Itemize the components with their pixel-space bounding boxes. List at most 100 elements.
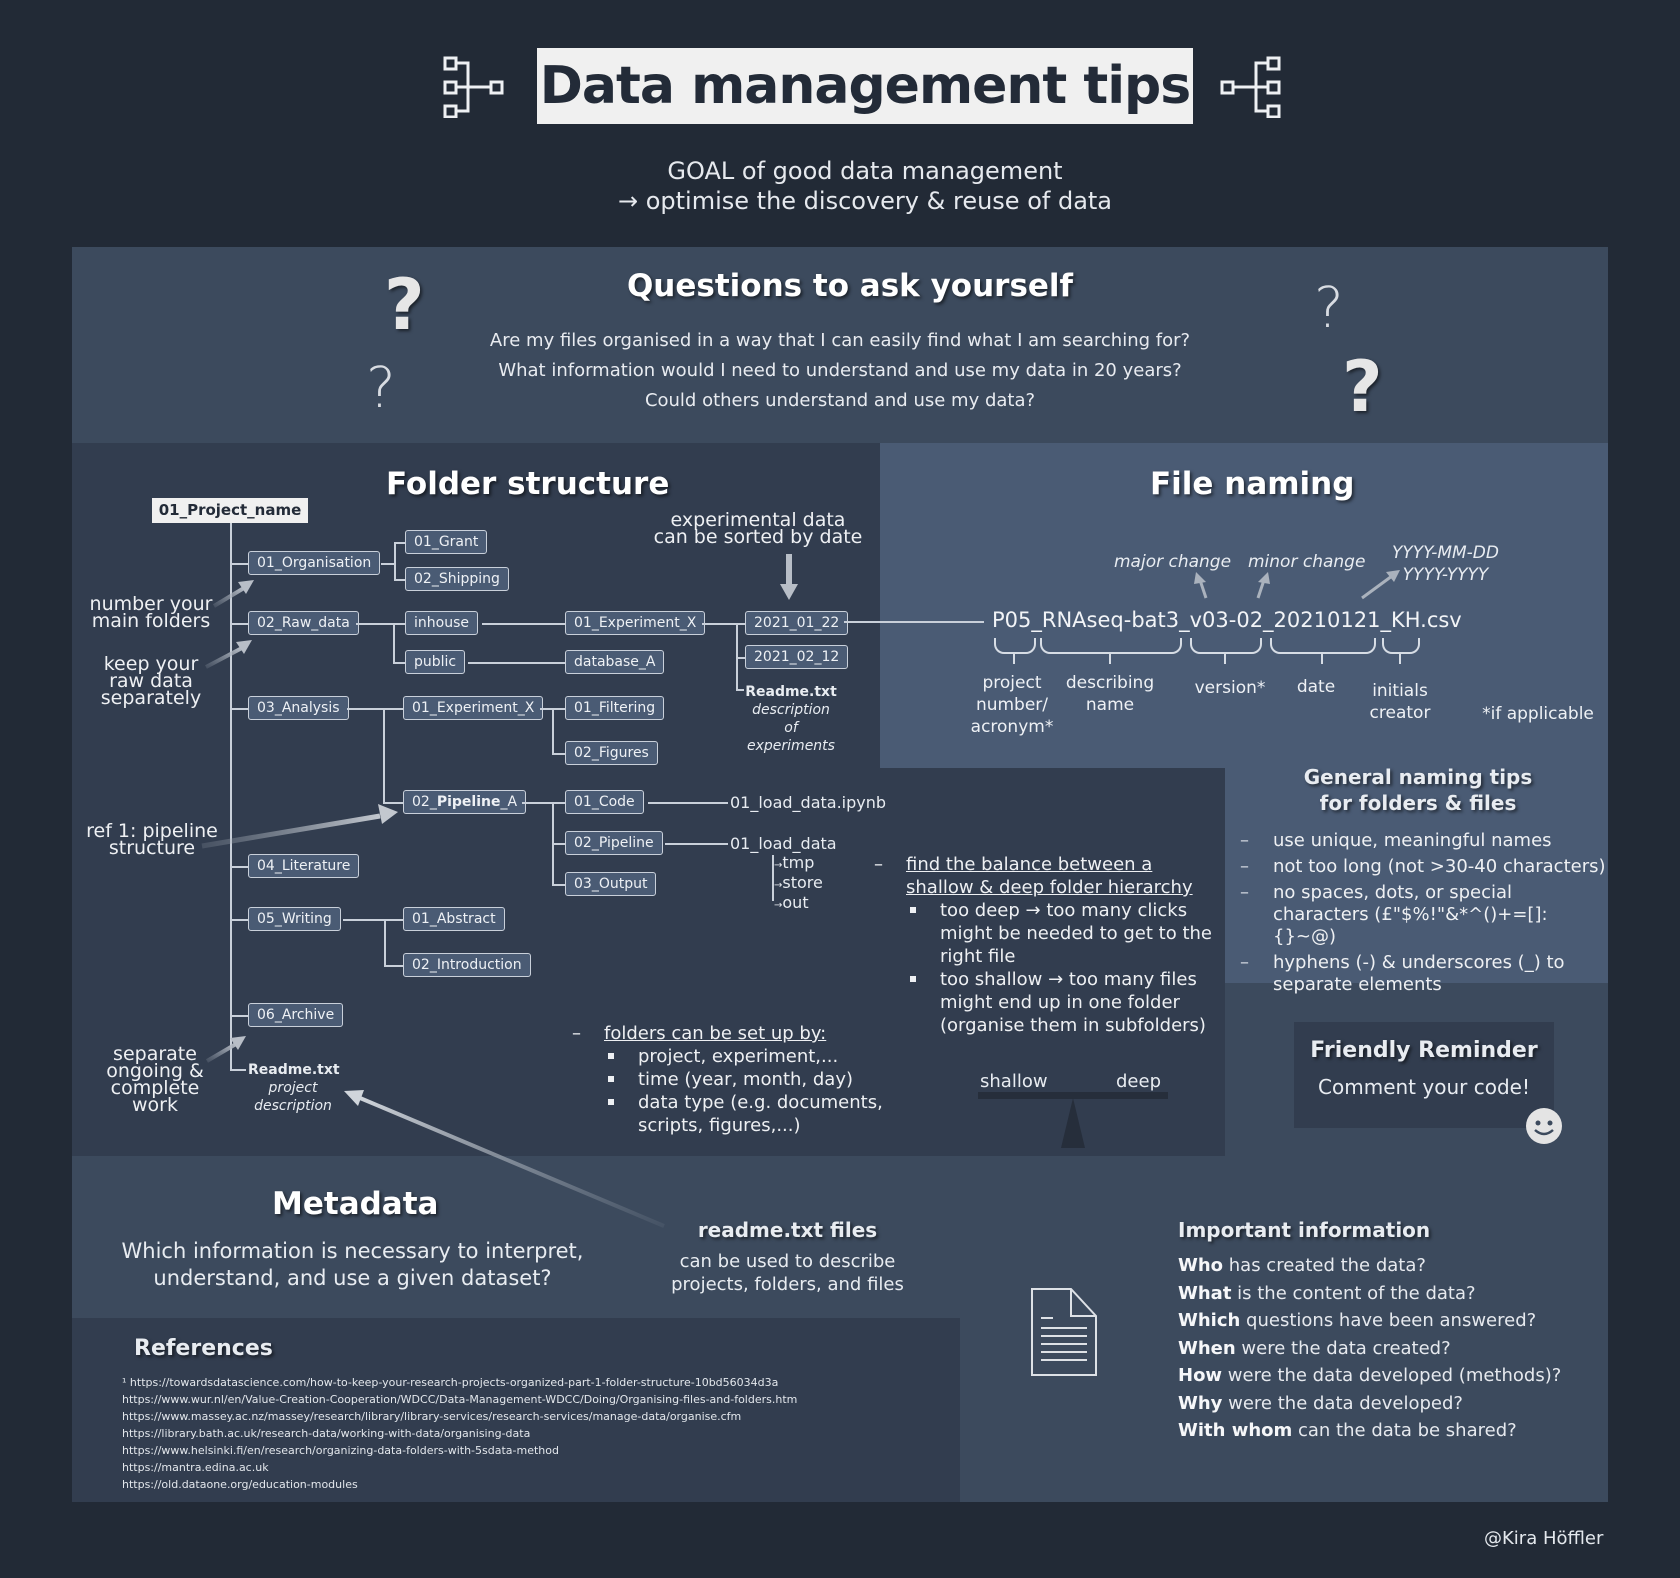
note-number-folders: number your main folders [89, 593, 213, 632]
info-item: Who has created the data? [1178, 1255, 1426, 1276]
branch-line [384, 919, 386, 966]
branch-line [772, 855, 774, 901]
label-initials: initials creator [1369, 681, 1431, 723]
branch-line [230, 1069, 246, 1071]
file-load-data[interactable]: 01_load_data [730, 834, 837, 853]
reminder-title: Friendly Reminder [1310, 1038, 1538, 1063]
brace-stem [1013, 652, 1015, 664]
readme-info-title: readme.txt files [697, 1218, 878, 1242]
folder-archive[interactable]: 06_Archive [248, 1003, 344, 1027]
folder-shipping[interactable]: 02_Shipping [405, 567, 509, 591]
balance-item-deep: too deep → too many clicks might be need… [906, 899, 1219, 968]
balance-heading: shallow & deep folder hierarchy [906, 877, 1193, 898]
reference-link[interactable]: https://www.wur.nl/en/Value-Creation-Coo… [122, 1393, 798, 1406]
setup-item: data type (e.g. documents, scripts, figu… [604, 1091, 912, 1137]
brace-stem [1224, 652, 1226, 664]
reference-link[interactable]: https://www.massey.ac.nz/massey/research… [122, 1410, 742, 1423]
folder-inhouse[interactable]: inhouse [405, 611, 478, 635]
folder-grant[interactable]: 01_Grant [405, 530, 488, 554]
reference-link[interactable]: https://www.helsinki.fi/en/research/orga… [122, 1444, 559, 1457]
label-date: date [1296, 677, 1336, 697]
subfolder-store: store [782, 873, 823, 892]
folder-writing[interactable]: 05_Writing [248, 907, 341, 931]
arrow-down-icon [780, 554, 798, 600]
folder-raw-data[interactable]: 02_Raw_data [248, 611, 359, 635]
folder-date-2021-02-12[interactable]: 2021_02_12 [745, 645, 849, 669]
folder-introduction[interactable]: 02_Introduction [403, 953, 531, 977]
branch-line [468, 662, 565, 664]
branch-line [381, 563, 395, 565]
tip-item: hyphens (-) & underscores (_) to separat… [1240, 952, 1610, 996]
note-pipeline-ref: ref 1: pipeline structure [86, 820, 218, 859]
reference-link[interactable]: https://library.bath.ac.uk/research-data… [122, 1427, 531, 1440]
folder-database-a[interactable]: database_A [565, 650, 665, 674]
folder-pipeline-a[interactable]: 02_Pipeline_A [403, 790, 527, 814]
subfolder-out: out [782, 893, 809, 912]
minor-change-label: minor change [1248, 552, 1366, 572]
folder-organisation[interactable]: 01_Organisation [248, 551, 381, 575]
folder-literature[interactable]: 04_Literature [248, 854, 360, 878]
branch-line [552, 753, 565, 755]
brace-initials [1382, 638, 1420, 654]
brace-version [1190, 638, 1262, 654]
goal-line-1: GOAL of good data management [667, 157, 1063, 185]
folder-experiment-x-raw[interactable]: 01_Experiment_X [565, 611, 706, 635]
branch-line [230, 623, 248, 625]
label-version: version* [1194, 678, 1266, 698]
question-mark-icon: ? [384, 264, 425, 346]
folder-experiment-x-analysis[interactable]: 01_Experiment_X [403, 696, 544, 720]
metadata-question: Which information is necessary to interp… [121, 1239, 584, 1290]
info-item: What is the content of the data? [1178, 1282, 1476, 1304]
folder-date-2021-01-22[interactable]: 2021_01_22 [745, 611, 849, 635]
subfolder-tmp: tmp [782, 853, 815, 872]
branch-line [736, 657, 745, 659]
metadata-title: Metadata [272, 1186, 439, 1222]
branch-line [552, 884, 565, 886]
folder-output[interactable]: 03_Output [565, 872, 657, 896]
folder-abstract[interactable]: 01_Abstract [403, 907, 505, 931]
metadata-panel [72, 1156, 1608, 1318]
reminder-text: Comment your code! [1318, 1075, 1530, 1099]
change-arrows [1194, 570, 1400, 600]
connector-to-filename [844, 621, 984, 623]
folder-analysis[interactable]: 03_Analysis [248, 696, 349, 720]
reference-link[interactable]: ¹ https://towardsdatascience.com/how-to-… [122, 1376, 779, 1389]
folder-filtering[interactable]: 01_Filtering [565, 696, 665, 720]
branch-line [230, 708, 248, 710]
info-item: How were the data developed (methods)? [1178, 1365, 1562, 1386]
branch-line [736, 623, 738, 690]
branch-line [648, 802, 728, 804]
reference-link[interactable]: https://mantra.edina.ac.uk [122, 1461, 269, 1474]
info-item: Why were the data developed? [1178, 1392, 1463, 1414]
note-experimental-data: experimental data can be sorted by date [653, 509, 863, 548]
author-credit: @Kira Höffler [1484, 1528, 1604, 1549]
branch-line [393, 623, 395, 663]
reference-link[interactable]: https://old.dataone.org/education-module… [122, 1478, 358, 1491]
readme-description: experiments [747, 738, 835, 754]
hierarchy-balance: – find the balance between a shallow & d… [874, 853, 1219, 1037]
tip-item: use unique, meaningful names [1240, 830, 1610, 852]
folder-code[interactable]: 01_Code [565, 790, 644, 814]
question-item: Could others understand and use my data? [644, 390, 1036, 411]
folder-pipeline[interactable]: 02_Pipeline [565, 831, 663, 855]
brace-stem [1109, 652, 1111, 664]
question-mark-icon: ? [1314, 276, 1344, 341]
references-list: ¹ https://towardsdatascience.com/how-to-… [122, 1374, 952, 1493]
branch-line [394, 542, 405, 544]
folder-figures[interactable]: 02_Figures [565, 741, 658, 765]
seesaw-left-label: shallow [980, 1071, 1048, 1092]
branch-line [394, 579, 405, 581]
file-load-data-ipynb[interactable]: 01_load_data.ipynb [730, 793, 887, 812]
info-item: With whom can the data be shared? [1178, 1420, 1517, 1441]
brace-stem [1321, 652, 1323, 664]
folder-public[interactable]: public [405, 650, 466, 674]
branch-line [230, 1015, 248, 1017]
folder-structure-title: Folder structure [386, 466, 670, 502]
important-info-panel [960, 1318, 1608, 1502]
question-item: Are my files organised in a way that I c… [489, 330, 1191, 351]
branch-line [383, 802, 403, 804]
root-folder[interactable]: 01_Project_name [152, 498, 308, 523]
questions-panel [72, 247, 1608, 443]
tip-item: no spaces, dots, or special characters (… [1240, 882, 1610, 948]
branch-line [665, 843, 728, 845]
